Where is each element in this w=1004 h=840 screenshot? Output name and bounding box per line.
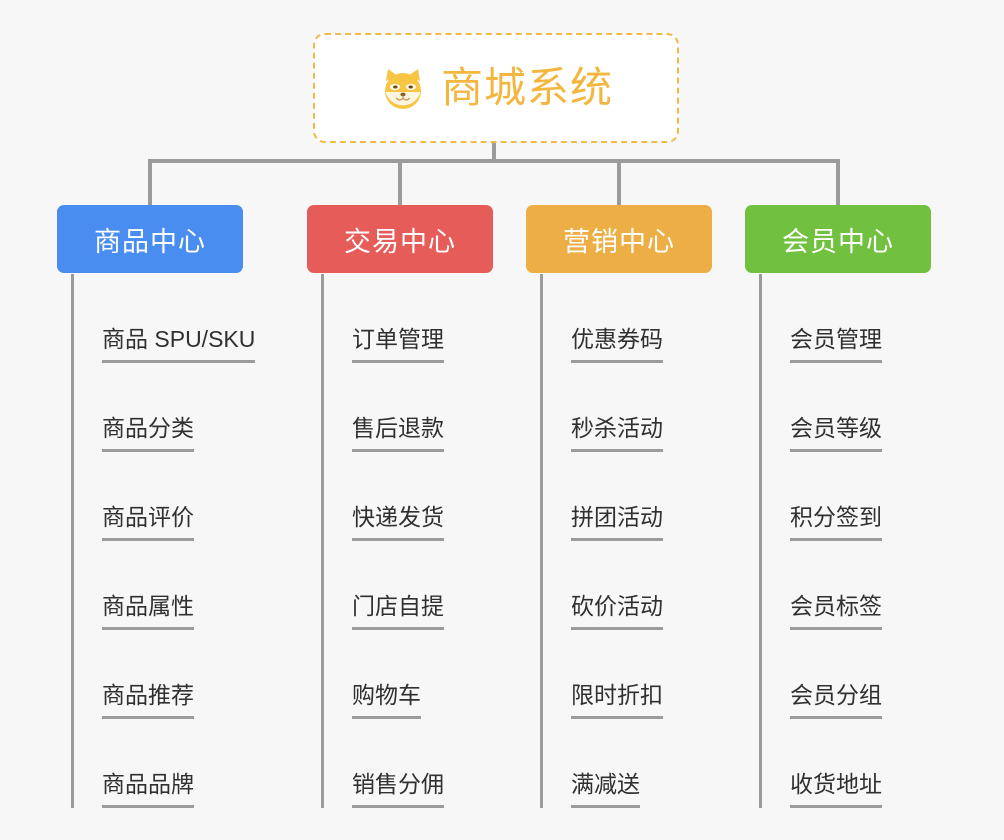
leaf-item[interactable]: 砍价活动 — [540, 541, 663, 630]
leaf-item[interactable]: 优惠券码 — [540, 274, 663, 363]
leaf-item-label: 门店自提 — [352, 595, 444, 630]
leaf-item-label: 优惠券码 — [571, 328, 663, 363]
branch-stem — [540, 274, 543, 808]
connector-horizontal-bus — [148, 159, 840, 163]
connector-root-stem — [492, 143, 496, 162]
leaf-item[interactable]: 商品 SPU/SKU — [71, 274, 256, 363]
leaf-item-label: 销售分佣 — [352, 773, 444, 808]
leaf-item-label: 会员标签 — [790, 595, 882, 630]
leaf-item-label: 商品品牌 — [102, 773, 194, 808]
leaf-item[interactable]: 会员标签 — [759, 541, 882, 630]
leaf-item-label: 购物车 — [352, 684, 421, 719]
leaf-item-label: 会员管理 — [790, 328, 882, 363]
root-node[interactable]: 商城系统 — [313, 33, 679, 143]
leaf-item[interactable]: 商品品牌 — [71, 719, 255, 808]
leaf-item[interactable]: 快递发货 — [321, 452, 444, 541]
leaf-item[interactable]: 商品属性 — [71, 541, 255, 630]
leaf-item[interactable]: 售后退款 — [321, 363, 444, 452]
leaf-item[interactable]: 拼团活动 — [540, 452, 663, 541]
branch-1: 商品 SPU/SKU 商品分类商品评价商品属性商品推荐商品品牌 — [71, 274, 256, 808]
leaf-item-label: 商品分类 — [102, 417, 194, 452]
category-label: 会员中心 — [782, 226, 894, 257]
leaf-item-label: 会员等级 — [790, 417, 882, 452]
leaf-item-label: 秒杀活动 — [571, 417, 663, 452]
leaf-item-label: 满减送 — [571, 773, 640, 808]
leaf-item-label: 商品属性 — [102, 595, 194, 630]
leaf-item-label: 收货地址 — [790, 773, 882, 808]
leaf-item-label: 售后退款 — [352, 417, 444, 452]
branch-4: 会员管理会员等级积分签到会员标签会员分组收货地址 — [759, 274, 882, 808]
leaf-item[interactable]: 销售分佣 — [321, 719, 444, 808]
leaf-item[interactable]: 门店自提 — [321, 541, 444, 630]
branch-stem — [759, 274, 762, 808]
branch-3: 优惠券码秒杀活动拼团活动砍价活动限时折扣满减送 — [540, 274, 663, 808]
leaf-item[interactable]: 满减送 — [540, 719, 663, 808]
category-label: 交易中心 — [344, 226, 456, 257]
category-label: 营销中心 — [563, 226, 675, 257]
leaf-item[interactable]: 会员等级 — [759, 363, 882, 452]
category-box-2[interactable]: 交易中心 — [307, 205, 493, 273]
category-label: 商品中心 — [94, 226, 206, 257]
leaf-item[interactable]: 秒杀活动 — [540, 363, 663, 452]
leaf-item-label: 商品评价 — [102, 506, 194, 541]
category-box-1[interactable]: 商品中心 — [57, 205, 243, 273]
connector-drop-4 — [836, 159, 840, 207]
leaf-item-label: 会员分组 — [790, 684, 882, 719]
branch-stem — [71, 274, 74, 808]
leaf-item[interactable]: 限时折扣 — [540, 630, 663, 719]
category-box-3[interactable]: 营销中心 — [526, 205, 712, 273]
leaf-item[interactable]: 会员管理 — [759, 274, 882, 363]
leaf-item-label: 快递发货 — [352, 506, 444, 541]
leaf-item-label: 砍价活动 — [571, 595, 663, 630]
leaf-item-label: 积分签到 — [790, 506, 882, 541]
leaf-item[interactable]: 会员分组 — [759, 630, 882, 719]
leaf-item[interactable]: 商品评价 — [71, 452, 255, 541]
leaf-item[interactable]: 订单管理 — [321, 274, 444, 363]
leaf-item-label: 拼团活动 — [571, 506, 663, 541]
branch-2: 订单管理售后退款快递发货门店自提购物车销售分佣 — [321, 274, 444, 808]
leaf-item[interactable]: 商品推荐 — [71, 630, 255, 719]
category-box-4[interactable]: 会员中心 — [745, 205, 931, 273]
leaf-item[interactable]: 购物车 — [321, 630, 444, 719]
leaf-item-label: 商品 SPU/SKU — [102, 328, 256, 363]
connector-drop-2 — [398, 159, 402, 207]
leaf-item-label: 限时折扣 — [571, 684, 663, 719]
leaf-item-label: 商品推荐 — [102, 684, 194, 719]
connector-drop-1 — [148, 159, 152, 207]
shiba-dog-icon — [379, 65, 427, 113]
branch-stem — [321, 274, 324, 808]
leaf-item-label: 订单管理 — [352, 328, 444, 363]
leaf-item[interactable]: 商品分类 — [71, 363, 255, 452]
connector-drop-3 — [617, 159, 621, 207]
root-title: 商城系统 — [440, 64, 613, 111]
leaf-item[interactable]: 积分签到 — [759, 452, 882, 541]
leaf-item[interactable]: 收货地址 — [759, 719, 882, 808]
